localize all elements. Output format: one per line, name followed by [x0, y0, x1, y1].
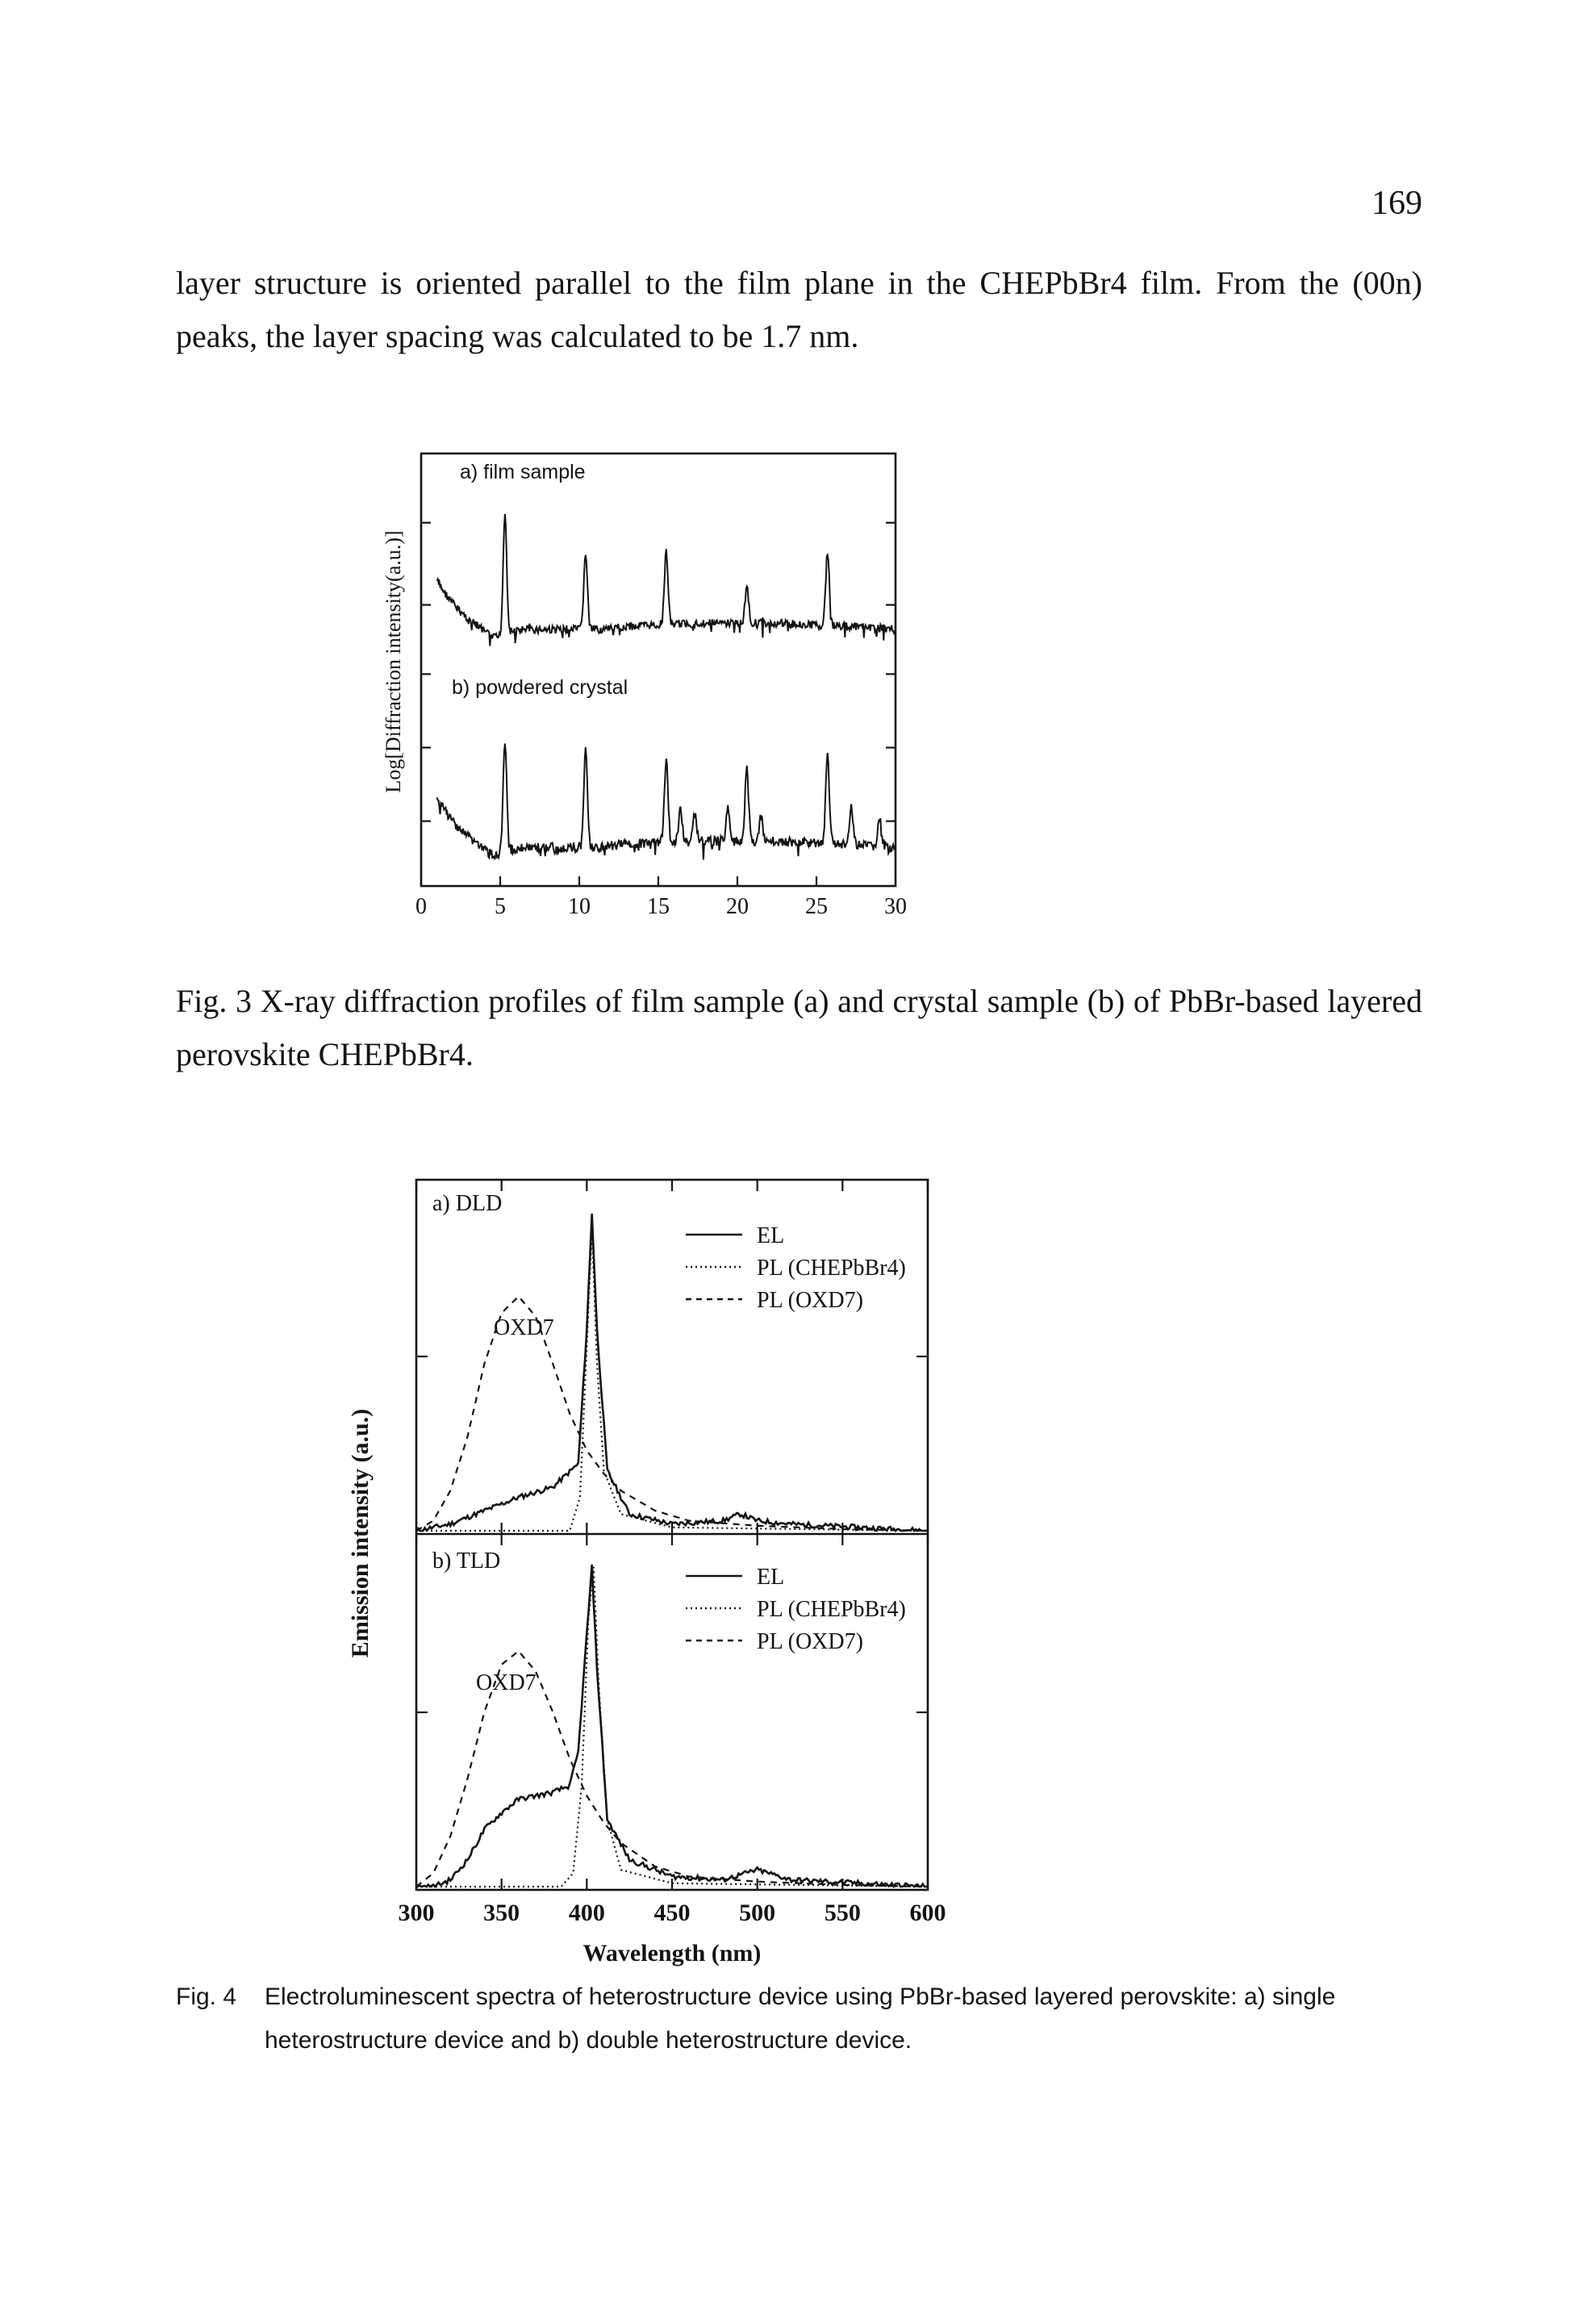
- fig4-oxd7-annotation-a: OXD7: [494, 1315, 554, 1340]
- fig4-panel-b-label: b) TLD: [432, 1549, 500, 1574]
- fig4-ticks: [415, 1180, 929, 1890]
- fig4-panel-a-label: a) DLD: [432, 1191, 502, 1216]
- fig4-panelb-series-pl-oxd7: [415, 1649, 928, 1888]
- fig3-caption: Fig. 3 X-ray diffraction profiles of fil…: [176, 983, 1422, 1072]
- fig4-panelb-series-el: [415, 1564, 928, 1889]
- fig3-x-tick-label: 15: [647, 894, 670, 919]
- fig4-x-tick-label: 300: [399, 1900, 435, 1926]
- fig4-x-tick-label: 450: [654, 1900, 691, 1926]
- fig4-caption-line1: Fig. 4 Electroluminescent spectra of hete…: [176, 1975, 1422, 2019]
- fig3-x-tick-label: 10: [568, 894, 591, 919]
- fig4-xlabel: Wavelength (nm): [583, 1940, 762, 1967]
- legend-b-el: EL: [757, 1565, 784, 1590]
- fig4-x-tick-labels: 300 350 400 450 500 550 600: [399, 1900, 946, 1926]
- fig4-legend-b: EL PL (CHEPbBr4) PL (OXD7): [686, 1565, 906, 1654]
- fig4-caption: Fig. 4 Electroluminescent spectra of hete…: [176, 1975, 1422, 2063]
- fig4-caption-text1: Electroluminescent spectra of heterostru…: [265, 1983, 1336, 2010]
- fig3-x-tick-label: 20: [726, 894, 749, 919]
- fig4-panela-series-pl-oxd7: [415, 1294, 928, 1532]
- fig4-curves: [415, 1214, 928, 1889]
- fig4-x-tick-label: 550: [825, 1900, 861, 1926]
- fig3-curves: [436, 513, 896, 861]
- fig4-x-tick-label: 400: [569, 1900, 605, 1926]
- fig3-x-tick-label: 25: [805, 894, 828, 919]
- fig4-chart: Emission intensity (a.u.) a) DLD b) TLD …: [347, 1178, 946, 1967]
- fig4-oxd7-annotation-b: OXD7: [476, 1670, 536, 1695]
- legend-a-el: EL: [757, 1223, 784, 1248]
- fig3-panel-a-label: a) film sample: [460, 461, 586, 483]
- fig3-ticks: [420, 521, 897, 886]
- fig3-chart: Log[Diffraction intensity(a.u.)] a) film…: [382, 452, 907, 919]
- page-number: 169: [1372, 185, 1422, 222]
- fig4-x-tick-label: 600: [910, 1900, 946, 1926]
- legend-a-pl-oxd7: PL (OXD7): [757, 1288, 863, 1313]
- legend-b-pl-oxd7: PL (OXD7): [757, 1629, 863, 1654]
- fig4-caption-label: Fig. 4: [176, 1983, 237, 2010]
- fig4-panela-series-el: [415, 1214, 928, 1532]
- fig3-x-tick-label: 5: [495, 894, 506, 919]
- fig4-legend-a: EL PL (CHEPbBr4) PL (OXD7): [686, 1223, 906, 1313]
- fig3-x-tick-label: 30: [884, 894, 907, 919]
- fig3-series-crystal: [436, 743, 896, 861]
- fig4-x-tick-label: 500: [739, 1900, 775, 1926]
- fig3-x-tick-label: 0: [415, 894, 427, 919]
- fig3-series-film: [436, 513, 896, 646]
- fig4-ylabel: Emission intensity (a.u.): [347, 1409, 374, 1657]
- fig3-x-tick-labels: 0 5 10 15 20 25 30: [415, 894, 907, 919]
- fig3-panel-b-label: b) powdered crystal: [452, 676, 628, 699]
- fig4-panelb-series-pl-chepbbr4: [416, 1566, 928, 1888]
- legend-a-pl-chepbbr4: PL (CHEPbBr4): [757, 1256, 906, 1281]
- fig4-caption-line2: heterostructure device and b) double het…: [265, 2027, 912, 2054]
- legend-b-pl-chepbbr4: PL (CHEPbBr4): [757, 1597, 906, 1622]
- body-paragraph: layer structure is oriented parallel to …: [176, 265, 1422, 354]
- fig4-x-tick-label: 350: [483, 1900, 520, 1926]
- fig3-ylabel: Log[Diffraction intensity(a.u.)]: [382, 530, 405, 792]
